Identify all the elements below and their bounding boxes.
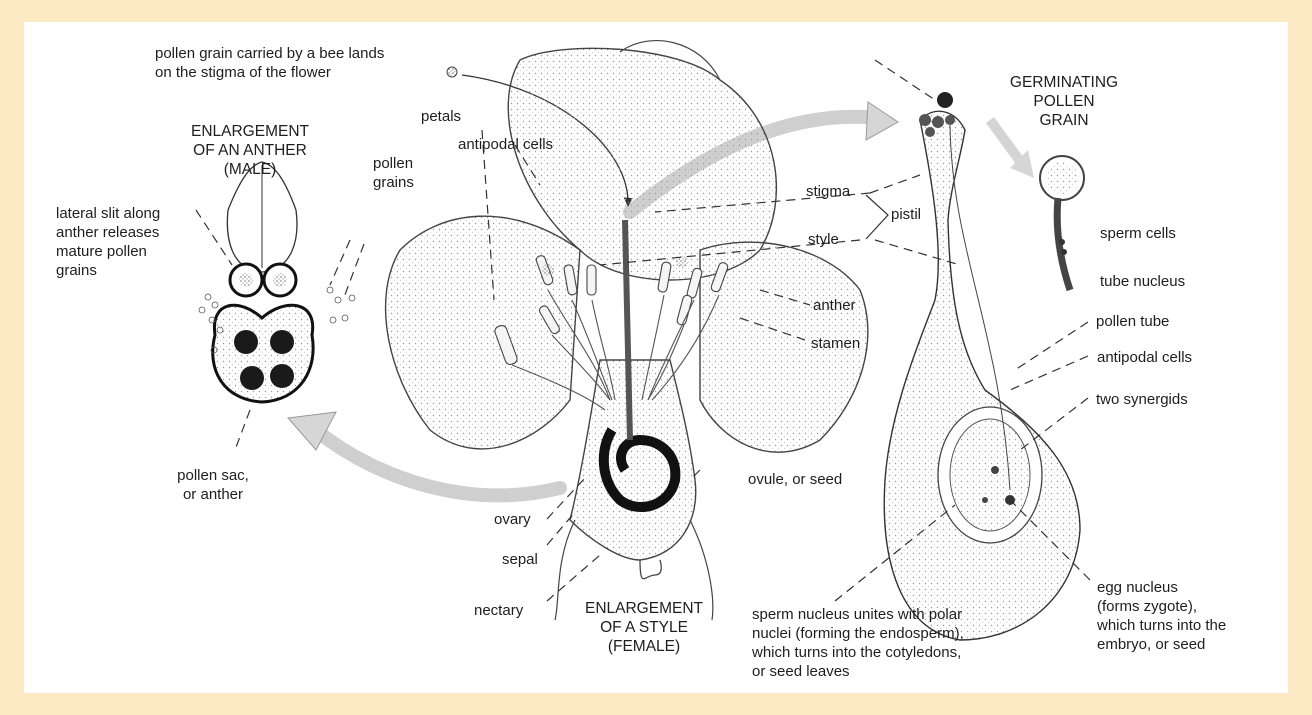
anther-title-line-1: ENLARGEMENT [183, 122, 317, 141]
label-pollen-grains-line-2: grains [373, 173, 414, 192]
label-lateral-slit-line-4: grains [56, 261, 160, 280]
label-bee-line-2: on the stigma of the flower [155, 63, 384, 82]
anther-title: ENLARGEMENT OF AN ANTHER (MALE) [183, 122, 317, 179]
style-title-line-3: (FEMALE) [578, 637, 710, 656]
style-title-line-1: ENLARGEMENT [578, 599, 710, 618]
label-sperm-nucleus-line-4: or seed leaves [752, 662, 964, 681]
label-ovule: ovule, or seed [748, 470, 842, 489]
label-sperm-nucleus-line-2: nuclei (forming the endosperm), [752, 624, 964, 643]
label-egg-nucleus: egg nucleus (forms zygote), which turns … [1097, 578, 1226, 654]
style-title-line-2: OF A STYLE [578, 618, 710, 637]
label-petals: petals [421, 107, 461, 126]
label-ovary: ovary [494, 510, 531, 529]
germinating-title: GERMINATING POLLEN GRAIN [1006, 73, 1122, 130]
label-lateral-slit-line-1: lateral slit along [56, 204, 160, 223]
label-antipodal-cells-right: antipodal cells [1097, 348, 1192, 367]
label-pollen-grains: pollen grains [373, 154, 414, 192]
label-pollen-tube: pollen tube [1096, 312, 1169, 331]
label-egg-nucleus-line-4: embryo, or seed [1097, 635, 1226, 654]
label-nectary: nectary [474, 601, 523, 620]
label-two-synergids: two synergids [1096, 390, 1188, 409]
label-style: style [808, 230, 839, 249]
label-lateral-slit: lateral slit along anther releases matur… [56, 204, 160, 280]
germinating-pollen-grain [1040, 156, 1084, 290]
germinating-title-line-2: POLLEN [1006, 92, 1122, 111]
germinating-title-line-3: GRAIN [1006, 111, 1122, 130]
label-tube-nucleus: tube nucleus [1100, 272, 1185, 291]
label-sepal: sepal [502, 550, 538, 569]
label-antipodal-cells-top: antipodal cells [458, 135, 553, 154]
pistil-bracket [864, 193, 892, 241]
style-title: ENLARGEMENT OF A STYLE (FEMALE) [578, 599, 710, 656]
label-sperm-nucleus-line-3: which turns into the cotyledons, [752, 643, 964, 662]
label-egg-nucleus-line-2: (forms zygote), [1097, 597, 1226, 616]
label-pollen-sac-line-1: pollen sac, [158, 466, 268, 485]
label-bee-pollen: pollen grain carried by a bee lands on t… [155, 44, 384, 82]
label-sperm-cells: sperm cells [1100, 224, 1176, 243]
anther-title-line-3: (MALE) [183, 160, 317, 179]
label-pollen-grains-line-1: pollen [373, 154, 414, 173]
anther-title-line-2: OF AN ANTHER [183, 141, 317, 160]
label-bee-line-1: pollen grain carried by a bee lands [155, 44, 384, 63]
label-sperm-nucleus-line-1: sperm nucleus unites with polar [752, 605, 964, 624]
germinating-title-line-1: GERMINATING [1006, 73, 1122, 92]
label-pollen-sac-line-2: or anther [158, 485, 268, 504]
label-egg-nucleus-line-3: which turns into the [1097, 616, 1226, 635]
label-stamen: stamen [811, 334, 860, 353]
label-anther: anther [813, 296, 856, 315]
label-pistil: pistil [891, 205, 921, 224]
label-lateral-slit-line-2: anther releases [56, 223, 160, 242]
label-lateral-slit-line-3: mature pollen [56, 242, 160, 261]
label-pollen-sac: pollen sac, or anther [158, 466, 268, 504]
label-sperm-nucleus: sperm nucleus unites with polar nuclei (… [752, 605, 964, 681]
label-stigma: stigma [806, 182, 850, 201]
label-egg-nucleus-line-1: egg nucleus [1097, 578, 1226, 597]
